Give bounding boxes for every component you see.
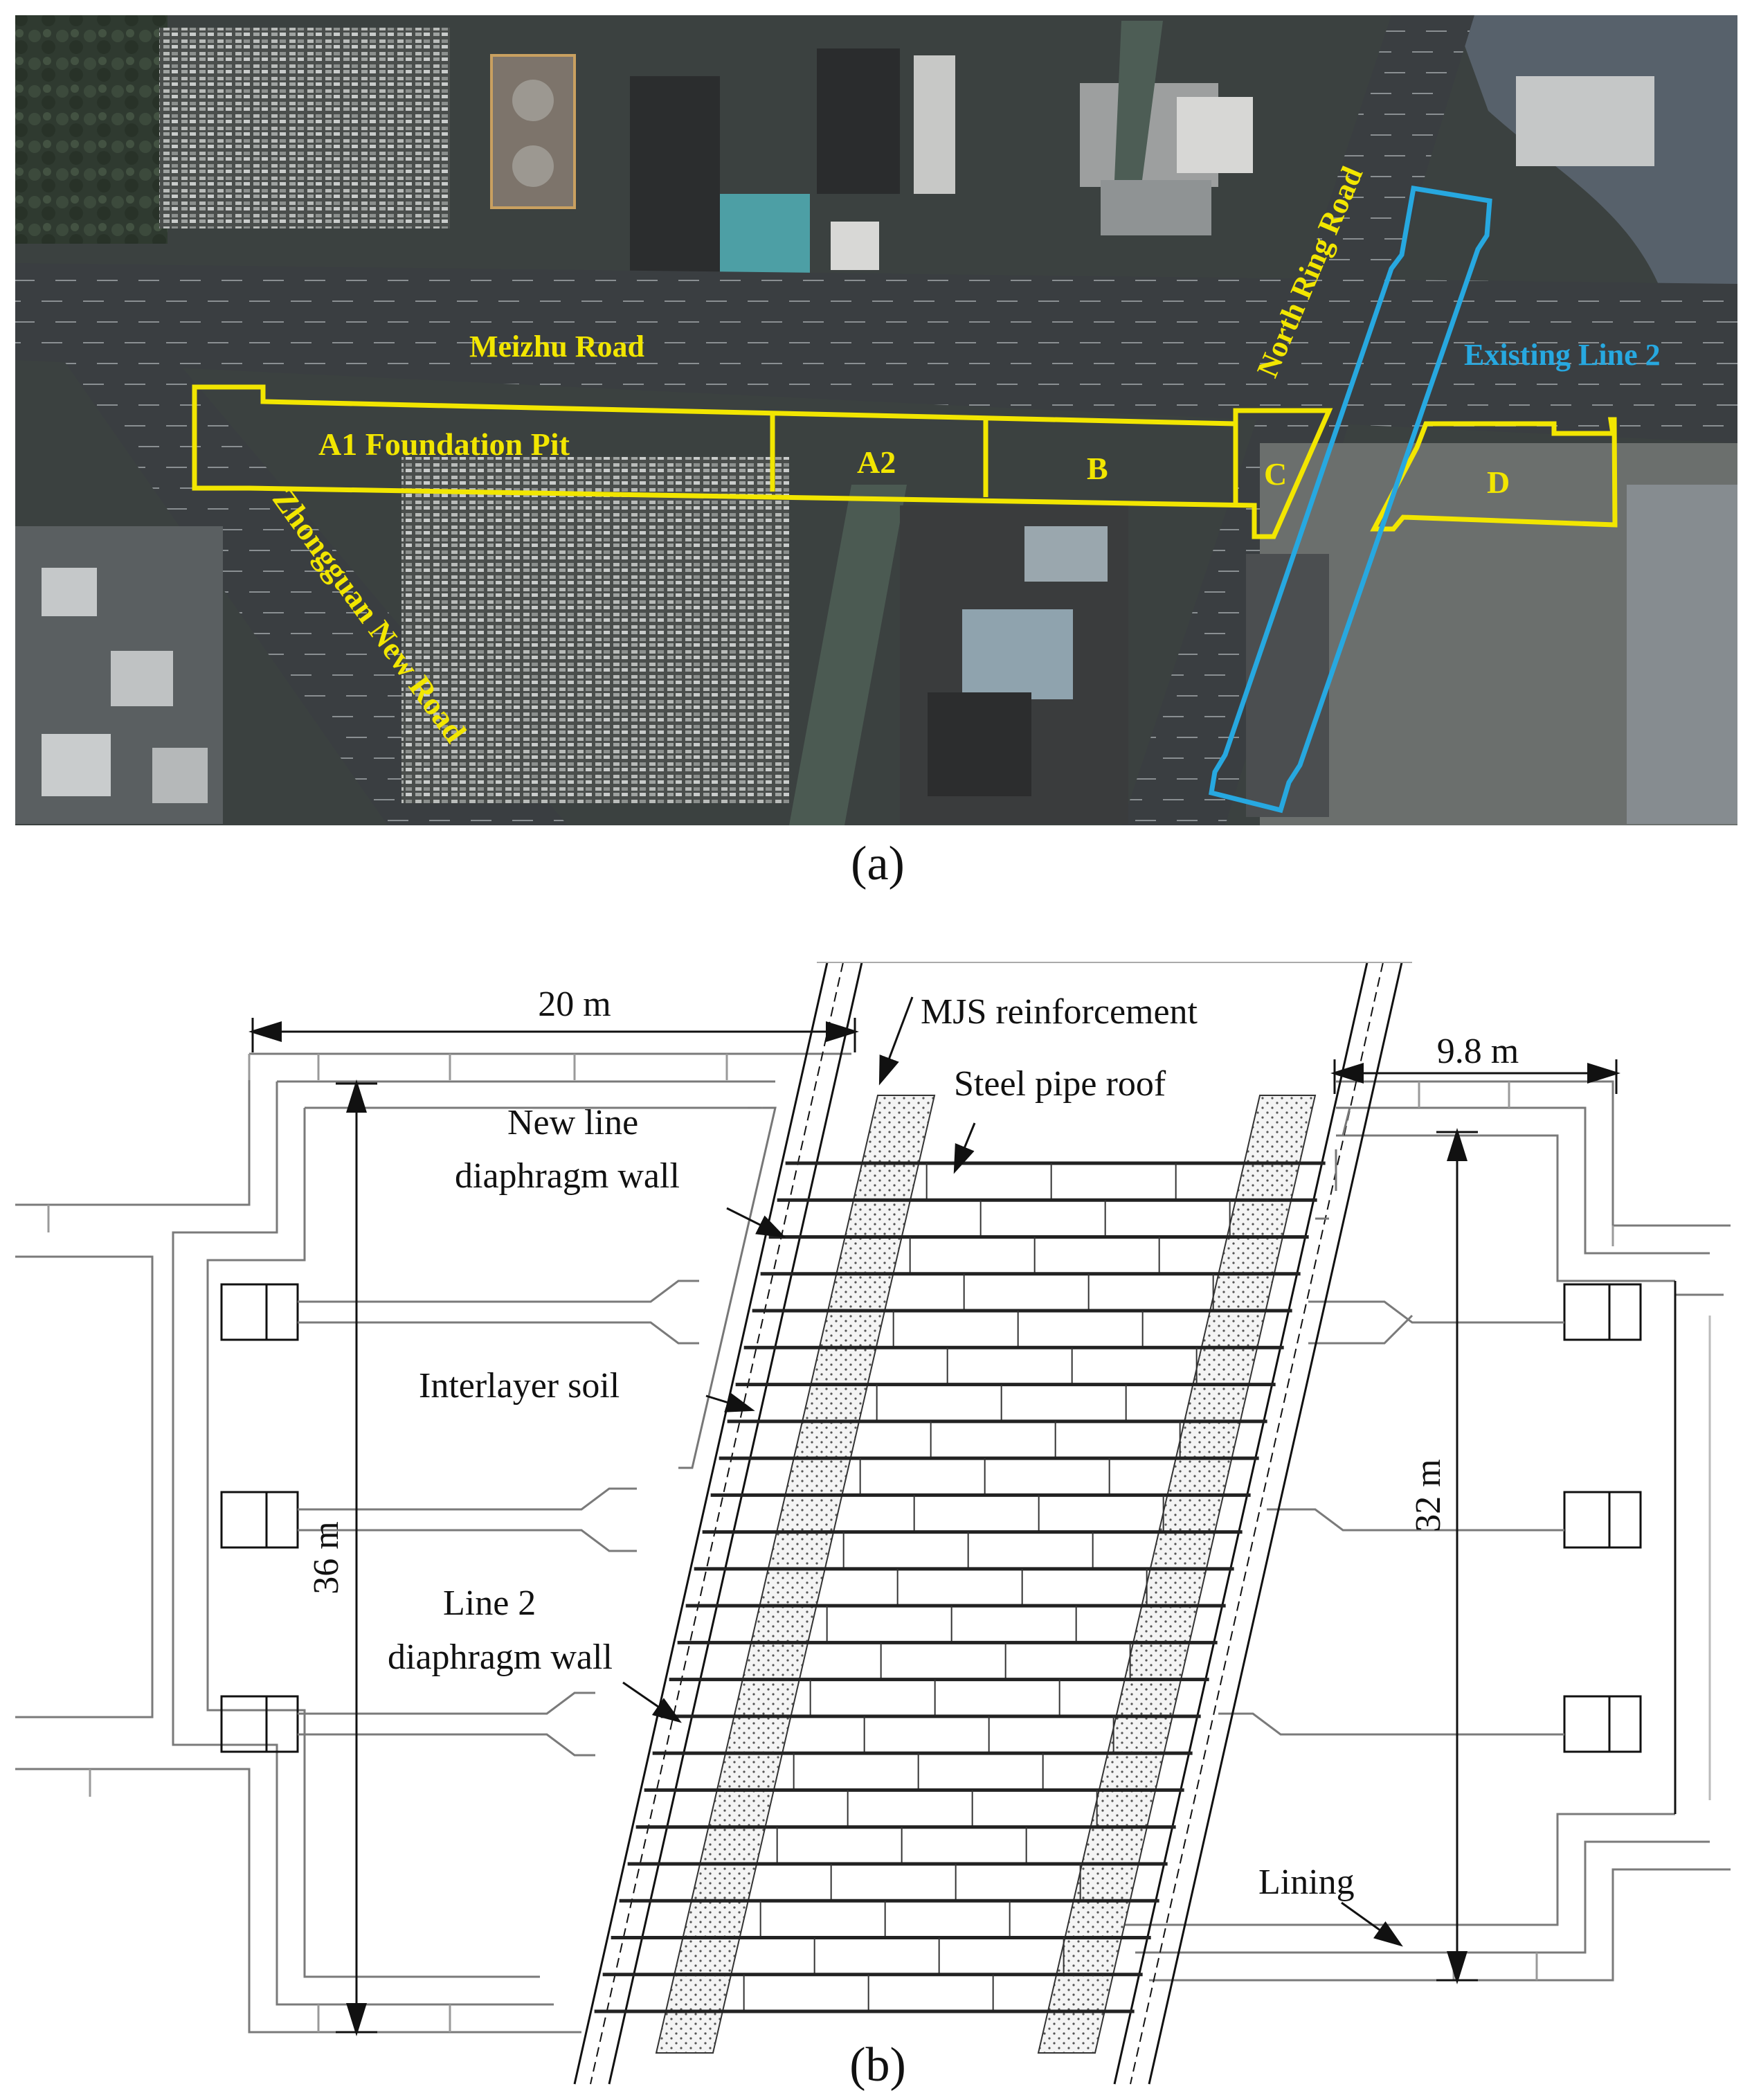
warehouse xyxy=(928,692,1031,796)
mjs-strip-left xyxy=(655,1095,936,2054)
new-line-wall-right xyxy=(1315,1149,1337,1220)
mjs-reinforcement-label: MJS reinforcement xyxy=(921,992,1198,1032)
building-roof-white xyxy=(1177,97,1253,173)
column-box xyxy=(220,1491,299,1549)
left-middle-wall xyxy=(172,1080,775,2006)
beam xyxy=(1218,1712,1564,1736)
arrow-lining xyxy=(1341,1901,1403,1947)
pit-a2-label: A2 xyxy=(857,445,896,480)
steel-pipe-roof-label: Steel pipe roof xyxy=(954,1064,1166,1104)
line2-wall-label-2: diaphragm wall xyxy=(388,1637,613,1677)
tree-area xyxy=(15,15,168,244)
new-line-wall-label-1: New line xyxy=(507,1103,638,1142)
drawing-panel: 20 m 9.8 m 36 m 32 m MJS reinforcement S… xyxy=(15,962,1731,2085)
arrow-mjs xyxy=(878,996,914,1086)
building-blue-roof xyxy=(720,194,810,284)
arrow-new-line-wall xyxy=(726,1207,786,1238)
beam xyxy=(298,1487,637,1552)
new-line-wall-right-cap xyxy=(1336,1106,1351,1136)
building-light xyxy=(914,55,955,194)
dim-label-9-8m: 9.8 m xyxy=(1437,1032,1519,1071)
arrow-steel-pipe xyxy=(953,1122,976,1174)
line2-wall-right-inner xyxy=(1148,962,1403,2085)
building-right xyxy=(1246,554,1329,817)
north-ring-road-surface xyxy=(1121,15,1474,825)
dimensions xyxy=(249,1018,1620,2036)
right-bottom-walls xyxy=(1121,1813,1731,1982)
interlayer-soil-label: Interlayer soil xyxy=(419,1366,620,1406)
building-white xyxy=(1516,76,1654,166)
foundation-pit-outlines xyxy=(192,384,1618,539)
tank xyxy=(512,145,554,187)
line2-wall-left-dash xyxy=(590,962,844,2085)
existing-line-2-label: Existing Line 2 xyxy=(1464,338,1661,372)
pit-c-label: C xyxy=(1264,456,1287,492)
right-wall-joints xyxy=(1418,1082,1614,1980)
residential-building xyxy=(152,748,208,803)
pit-d-label: D xyxy=(1487,465,1510,500)
line2-wall-left-outer xyxy=(573,962,829,2085)
tank xyxy=(512,80,554,121)
left-inner-wall xyxy=(206,1106,768,1978)
warehouse xyxy=(1024,526,1108,582)
left-outer-wall xyxy=(15,1052,851,2034)
dim-label-36m: 36 m xyxy=(307,1521,346,1594)
line2-wall-right-outer xyxy=(1113,962,1369,2085)
beam xyxy=(298,1280,699,1345)
line2-wall-label-1: Line 2 xyxy=(443,1583,536,1623)
left-wall-joints xyxy=(47,1054,728,2032)
steel-pipe-roof xyxy=(594,1161,1326,2013)
canal-lower xyxy=(789,485,907,825)
pit-a1-to-c-outline xyxy=(192,384,1333,539)
parking-lot-lower xyxy=(401,457,789,803)
column-box xyxy=(220,1283,299,1341)
residential-building xyxy=(42,568,97,616)
new-line-wall-left xyxy=(678,1106,777,1469)
residential-building xyxy=(111,651,173,706)
arrow-interlayer xyxy=(705,1392,755,1412)
dim-label-20m: 20 m xyxy=(538,985,611,1024)
pit-a1-label: A1 Foundation Pit xyxy=(318,427,570,462)
caption-b: (b) xyxy=(849,2038,906,2092)
meizhu-road-label: Meizhu Road xyxy=(469,330,644,364)
column-box xyxy=(220,1695,299,1753)
lining-label: Lining xyxy=(1258,1863,1355,1902)
line2-wall-left-inner xyxy=(608,962,863,2085)
building xyxy=(1101,180,1211,235)
canal xyxy=(1114,21,1163,180)
satellite-panel: Meizhu Road North Ring Road Existing Lin… xyxy=(15,15,1737,825)
dim-label-32m: 32 m xyxy=(1409,1459,1448,1532)
column-box xyxy=(1563,1283,1642,1341)
caption-a: (a) xyxy=(851,837,905,890)
building-roof xyxy=(630,76,720,284)
beam xyxy=(1308,1300,1564,1345)
leader-arrows xyxy=(622,996,1403,1947)
beam xyxy=(298,1691,595,1757)
parking-lot xyxy=(159,28,450,228)
right-station xyxy=(1121,1080,1731,1982)
building-right xyxy=(1627,485,1737,824)
new-line-wall-label-2: diaphragm wall xyxy=(455,1156,680,1196)
building-small xyxy=(831,222,879,270)
column-box xyxy=(1563,1695,1642,1753)
left-station xyxy=(15,1052,851,2034)
mjs-strip-right xyxy=(1037,1095,1317,2054)
building xyxy=(817,48,900,194)
pit-b-label: B xyxy=(1087,451,1108,486)
existing-line-2-outline xyxy=(1209,185,1492,814)
warehouse-blue-roof xyxy=(962,609,1073,699)
line2-wall-right-dash xyxy=(1130,962,1384,2085)
column-box xyxy=(1563,1491,1642,1549)
arrow-line2-wall xyxy=(622,1681,682,1723)
diaphragm-walls xyxy=(573,962,1412,2085)
residential-building xyxy=(42,734,111,796)
right-top-walls xyxy=(1336,1080,1731,1296)
pit-d-outline xyxy=(1370,417,1618,532)
new-line-wall-brackets xyxy=(678,1106,1351,1469)
